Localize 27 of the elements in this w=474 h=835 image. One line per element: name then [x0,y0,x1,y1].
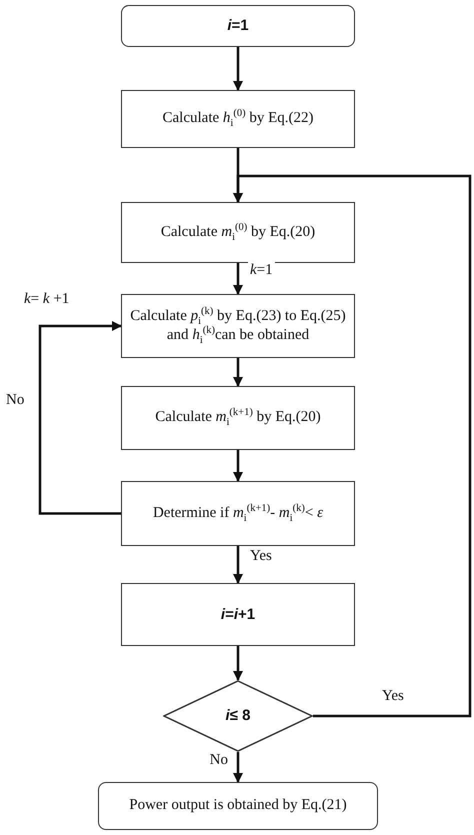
arrow [233,358,243,387]
terminal-box [98,782,378,830]
process-box [121,202,355,263]
arrow [233,450,243,482]
node-text: i≤ 8 [226,706,250,726]
node-text: Determine if m$_{i}$$^{(k+1)}$- m$_{i}$$^{(k)}$< ε [152,504,324,524]
process-box [121,583,355,646]
arrow [233,546,243,584]
arrow [233,174,472,718]
node-text: i=i+1 [220,604,256,624]
arrow [233,752,243,783]
node-text: Calculate p$_{i}$$^{(k)}$ by Eq.(23) to Eq.(25) and h$_{i}$$^{(k)}$can be obtained [129,306,347,346]
arrow [233,263,243,295]
arrow [233,47,243,91]
process-box [121,90,355,148]
process-box [121,294,355,358]
terminal-box [121,5,355,47]
node-text: Calculate m$_{i}$$^{(0)}$ by Eq.(20) [160,222,316,242]
process-box [121,386,355,450]
node-text: Calculate h$_{i}$$^{(0)}$ by Eq.(22) [162,109,314,129]
decision-diamond [163,680,313,752]
node-text: i=1 [227,16,249,36]
arrow [38,321,122,515]
node-text: Calculate m$_{i}$$^{(k+1)}$ by Eq.(20) [155,408,321,428]
node-text: Power output is obtained by Eq.(21) [129,796,347,816]
process-box [121,481,355,546]
arrow [233,646,243,681]
